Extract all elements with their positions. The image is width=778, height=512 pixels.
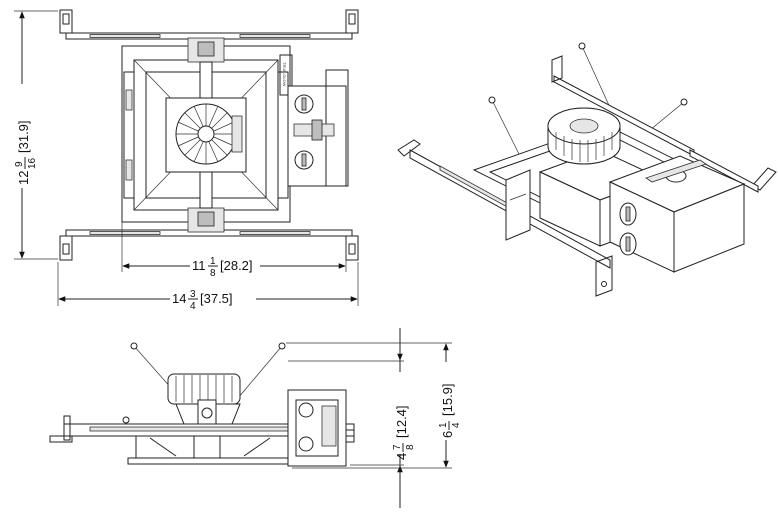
dim-depth-housing: 4 7 8 [12.4] bbox=[288, 328, 416, 508]
width-frame-num: 1 bbox=[210, 256, 216, 267]
width-frame-metric: [28.2] bbox=[220, 258, 253, 273]
height-overall-metric: [31.9] bbox=[16, 120, 31, 153]
dim-height-overall: 12 9 16 [31.9] bbox=[14, 10, 58, 260]
depth-housing-whole: 4 bbox=[394, 453, 409, 460]
top-hanger-bar bbox=[59, 9, 359, 40]
isometric-view bbox=[397, 42, 777, 297]
width-frame-den: 8 bbox=[210, 268, 216, 279]
dim-width-frame: 11 1 8 [28.2] bbox=[121, 222, 347, 279]
depth-overall-den: 4 bbox=[451, 422, 462, 428]
depth-overall-num: 1 bbox=[438, 422, 449, 428]
depth-housing-num: 7 bbox=[392, 444, 403, 450]
height-overall-den: 16 bbox=[27, 157, 38, 169]
top-view: TRUE-GLOW bbox=[59, 9, 359, 261]
depth-overall-metric: [15.9] bbox=[440, 383, 455, 416]
bottom-hanger-bar bbox=[59, 229, 359, 261]
height-overall-num: 9 bbox=[14, 161, 25, 167]
width-frame-whole: 11 bbox=[192, 258, 206, 273]
width-overall-metric: [37.5] bbox=[200, 291, 233, 306]
depth-housing-den: 8 bbox=[405, 444, 416, 450]
height-overall-whole: 12 bbox=[16, 171, 31, 185]
dim-width-overall: 14 3 4 [37.5] bbox=[57, 262, 359, 312]
center-brackets bbox=[187, 37, 225, 233]
width-overall-whole: 14 bbox=[172, 291, 186, 306]
width-overall-num: 3 bbox=[190, 289, 196, 300]
depth-housing-metric: [12.4] bbox=[394, 405, 409, 438]
dim-depth-overall: 6 1 4 [15.9] bbox=[286, 342, 462, 469]
junction-box-iso bbox=[608, 155, 746, 273]
side-view bbox=[49, 342, 355, 467]
heatsink-iso bbox=[547, 107, 621, 165]
width-overall-den: 4 bbox=[190, 301, 196, 312]
junction-box-top bbox=[287, 69, 349, 187]
depth-overall-whole: 6 bbox=[440, 431, 455, 438]
heatsink-top bbox=[165, 97, 247, 173]
svg-text:TRUE-GLOW: TRUE-GLOW bbox=[282, 62, 287, 87]
